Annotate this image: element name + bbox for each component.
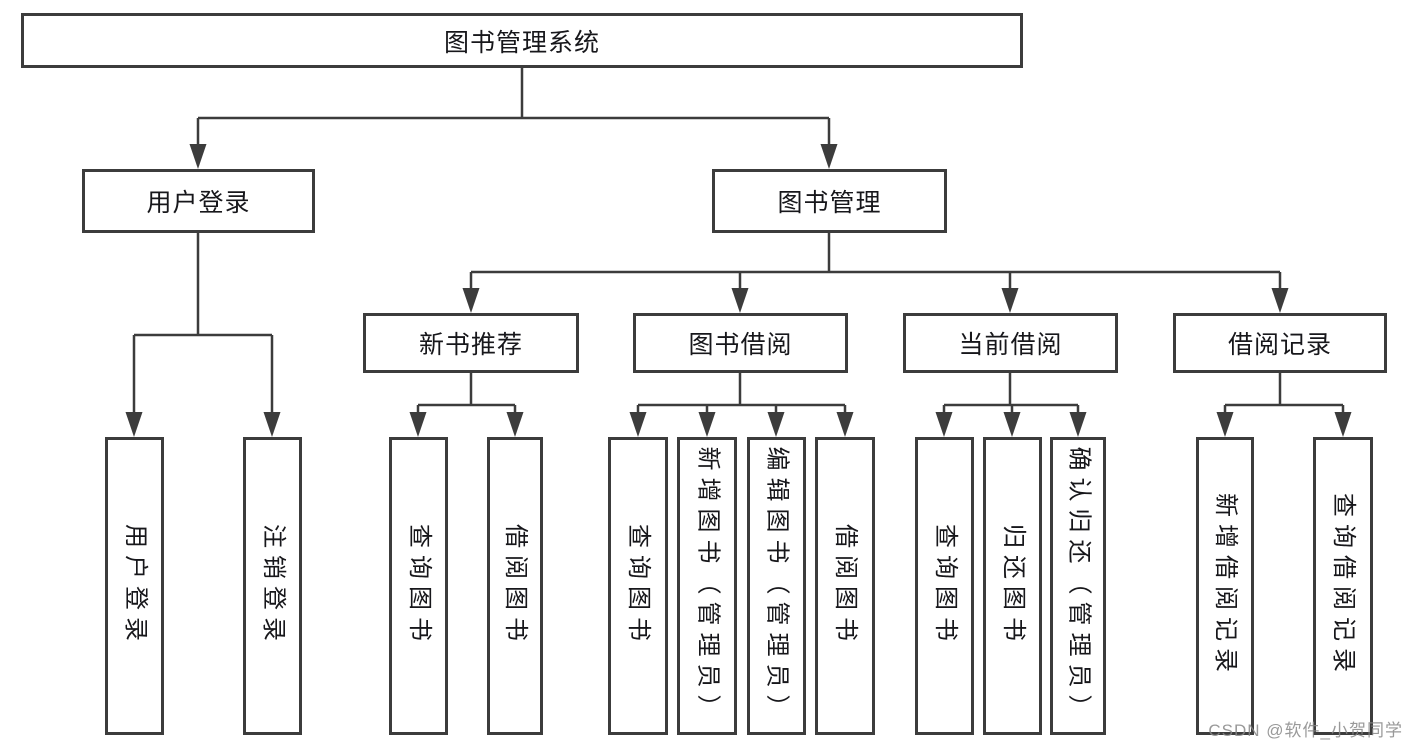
leaf-user-login: 用户登录 [105, 437, 164, 735]
leaf-current-query-book-label: 查询图书 [931, 524, 959, 648]
arrowhead-icon [1271, 288, 1289, 313]
arrowhead-icon [125, 412, 143, 437]
node-book-borrow-label: 图书借阅 [688, 331, 793, 359]
arrowhead-icon [698, 412, 716, 437]
leaf-borrow-add-book-label: 新增图书（管理员） [694, 446, 721, 726]
leaf-record-add-label: 新增借阅记录 [1212, 493, 1239, 679]
arrowhead-icon [935, 412, 953, 437]
leaf-current-confirm-return-label: 确认归还（管理员） [1065, 446, 1092, 726]
arrowhead-icon [1334, 412, 1352, 437]
leaf-recommend-query-book: 查询图书 [389, 437, 448, 735]
node-root-label: 图书管理系统 [443, 28, 600, 57]
arrowhead-icon [767, 412, 785, 437]
leaf-record-query: 查询借阅记录 [1313, 437, 1373, 735]
arrowhead-icon [506, 412, 524, 437]
leaf-borrow-borrow-book-label: 借阅图书 [832, 524, 859, 648]
leaf-borrow-query-book-label: 查询图书 [625, 524, 652, 648]
node-book-management: 图书管理 [712, 169, 947, 233]
node-book-borrow: 图书借阅 [633, 313, 848, 373]
leaf-borrow-edit-book-label: 编辑图书（管理员） [763, 446, 791, 726]
node-user-login: 用户登录 [82, 169, 315, 233]
arrowhead-icon [629, 412, 647, 437]
leaf-recommend-borrow-book: 借阅图书 [487, 437, 543, 735]
leaf-recommend-borrow-book-label: 借阅图书 [502, 524, 529, 648]
arrowhead-icon [409, 412, 427, 437]
leaf-current-return-book: 归还图书 [983, 437, 1042, 735]
node-root: 图书管理系统 [21, 13, 1023, 68]
node-book-management-label: 图书管理 [777, 189, 882, 217]
watermark-text: CSDN @软件_小贺同学 [1208, 721, 1403, 740]
arrowhead-icon [462, 288, 480, 313]
leaf-record-query-label: 查询借阅记录 [1330, 493, 1357, 679]
arrowhead-icon [263, 412, 281, 437]
arrowhead-icon [820, 144, 838, 169]
leaf-borrow-edit-book: 编辑图书（管理员） [747, 437, 806, 735]
arrowhead-icon [836, 412, 854, 437]
leaf-borrow-borrow-book: 借阅图书 [815, 437, 875, 735]
arrowhead-icon [1069, 412, 1087, 437]
leaf-record-add: 新增借阅记录 [1196, 437, 1254, 735]
node-new-book-recommend-label: 新书推荐 [418, 331, 523, 359]
leaf-current-confirm-return: 确认归还（管理员） [1050, 437, 1106, 735]
node-borrow-record-label: 借阅记录 [1227, 331, 1332, 359]
leaf-logout-label: 注销登录 [259, 524, 287, 648]
node-borrow-record: 借阅记录 [1173, 313, 1387, 373]
leaf-current-return-book-label: 归还图书 [999, 524, 1027, 648]
node-new-book-recommend: 新书推荐 [363, 313, 579, 373]
arrowhead-icon [1216, 412, 1234, 437]
node-current-borrow-label: 当前借阅 [958, 331, 1063, 359]
leaf-borrow-add-book: 新增图书（管理员） [677, 437, 737, 735]
leaf-user-login-label: 用户登录 [121, 524, 149, 648]
leaf-recommend-query-book-label: 查询图书 [405, 524, 433, 648]
arrowhead-icon [1003, 412, 1021, 437]
node-user-login-label: 用户登录 [146, 189, 251, 217]
leaf-current-query-book: 查询图书 [915, 437, 974, 735]
leaf-logout: 注销登录 [243, 437, 302, 735]
arrowhead-icon [1001, 288, 1019, 313]
arrowhead-icon [189, 144, 207, 169]
leaf-borrow-query-book: 查询图书 [608, 437, 668, 735]
node-current-borrow: 当前借阅 [903, 313, 1118, 373]
arrowhead-icon [731, 288, 749, 313]
